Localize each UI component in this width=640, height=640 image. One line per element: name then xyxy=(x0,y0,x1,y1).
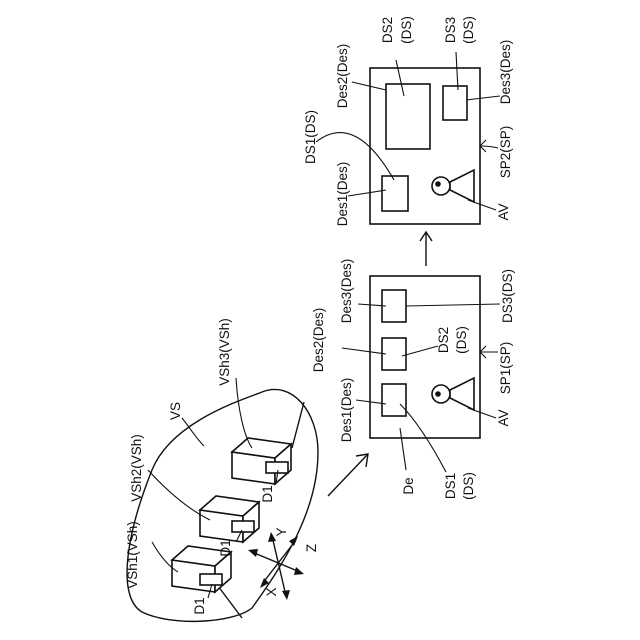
label-axis-y: Y xyxy=(274,527,289,536)
label-d1-first: D1 xyxy=(192,597,207,614)
drawer-d1-first xyxy=(200,574,222,585)
label-sp1-ds1-line1: DS1 xyxy=(443,473,458,499)
screen-sp1 xyxy=(370,276,480,438)
label-sp2-ds1: DS1(DS) xyxy=(303,110,318,164)
label-sp1-des1: Des1(Des) xyxy=(339,378,354,443)
label-sp1-ds2-line2: (DS) xyxy=(454,326,469,354)
label-sp1-ds2-line1: DS2 xyxy=(436,327,451,353)
label-vsh3: VSh3(VSh) xyxy=(217,318,232,386)
arrow-to-screen1 xyxy=(328,454,368,496)
screen-sp1-ds1-box xyxy=(382,384,406,416)
screen-sp2-ds1-box xyxy=(382,176,408,211)
label-d1-third: D1 xyxy=(260,485,275,502)
label-sp2-des3: Des3(Des) xyxy=(498,40,513,105)
label-vsh2: VSh2(VSh) xyxy=(129,434,144,502)
drawer-d1-third xyxy=(266,462,288,473)
axis-y-arrow-end xyxy=(289,536,298,546)
label-sp2-ds3-line1: DS3 xyxy=(443,17,458,43)
label-axis-x: X xyxy=(264,587,279,596)
label-sp1-des3: Des3(Des) xyxy=(339,259,354,324)
label-vs: VS xyxy=(168,402,183,420)
label-sp1-de: De xyxy=(401,477,416,494)
label-sp1-sp: SP1(SP) xyxy=(498,342,513,395)
screen-sp2 xyxy=(370,68,480,224)
screen-sp2-ds3-box xyxy=(443,86,467,120)
label-d1-second: D1 xyxy=(218,539,233,556)
label-vsh1: VSh1(VSh) xyxy=(125,521,140,589)
label-sp1-av: AV xyxy=(496,409,511,426)
floor-line-lower xyxy=(218,586,242,618)
axis-z-arrow-start xyxy=(248,549,258,557)
label-sp1-ds3: DS3(DS) xyxy=(500,269,515,323)
label-sp2-ds3-line2: (DS) xyxy=(461,16,476,44)
shelf-vsh3 xyxy=(232,438,291,484)
axis-x-arrow-end xyxy=(282,590,290,600)
leader-sp2-sp xyxy=(480,146,498,148)
axis-y-line xyxy=(262,540,296,584)
label-sp2-ds2-line1: DS2 xyxy=(380,17,395,43)
label-sp2-ds2-line2: (DS) xyxy=(399,16,414,44)
leader-vs xyxy=(182,418,204,446)
label-sp2-sp: SP2(SP) xyxy=(498,126,513,179)
label-sp2-av: AV xyxy=(496,203,511,220)
label-axis-z: Z xyxy=(304,544,319,552)
label-sp2-des1: Des1(Des) xyxy=(335,162,350,227)
label-sp1-ds1-line2: (DS) xyxy=(461,472,476,500)
floor-line-upper xyxy=(292,402,304,448)
screen-sp2-ds2-box xyxy=(386,84,430,149)
label-sp1-des2: Des2(Des) xyxy=(311,308,326,373)
arrow-screen2-to-screen1 xyxy=(420,232,432,266)
label-sp2-des2: Des2(Des) xyxy=(335,44,350,109)
drawer-d1-second xyxy=(232,521,254,532)
arrow-to-screen1-shaft xyxy=(328,454,368,496)
axis-z-arrow-end xyxy=(294,567,304,575)
